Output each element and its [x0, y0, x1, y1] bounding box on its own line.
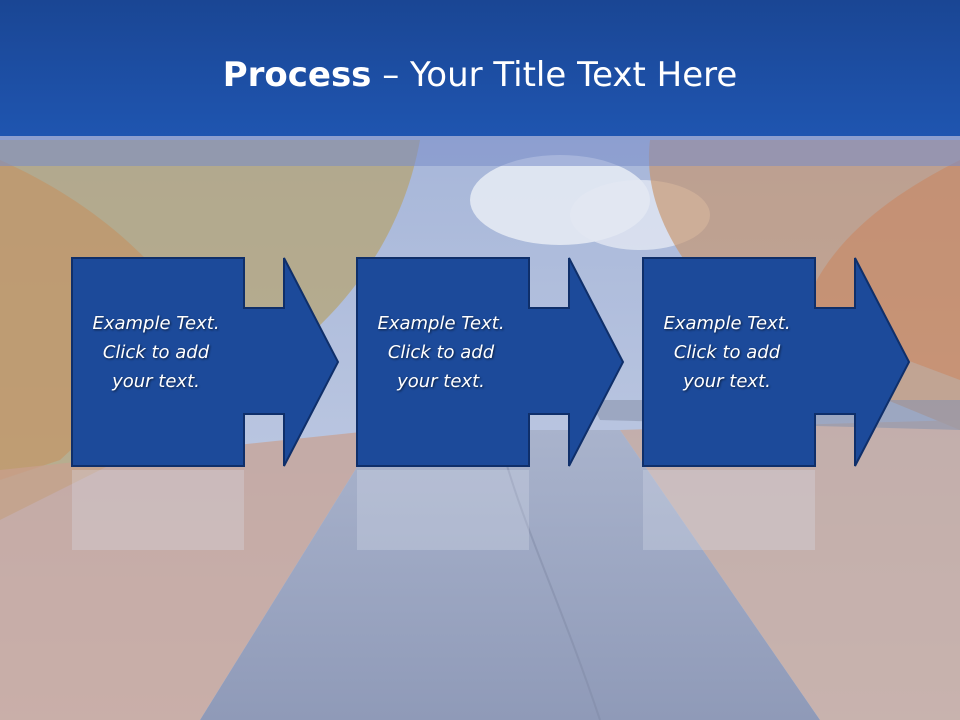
arrow-box-shape	[71, 257, 340, 467]
step-text: Example Text. Click to add your text.	[355, 309, 527, 396]
step-reflection	[357, 470, 529, 550]
slide-title[interactable]: Process – Your Title Text Here	[0, 52, 960, 98]
step-text-line: Example Text.	[663, 313, 791, 334]
step-text-line: Click to add	[673, 342, 781, 363]
step-text: Example Text. Click to add your text.	[641, 309, 813, 396]
step-text-line: Click to add	[102, 342, 210, 363]
process-step-1[interactable]: Example Text. Click to add your text.	[70, 256, 340, 468]
process-step-3[interactable]: Example Text. Click to add your text.	[641, 256, 911, 468]
step-text-line: your text.	[683, 371, 771, 392]
step-text-line: Example Text.	[92, 313, 220, 334]
step-reflection	[643, 470, 815, 550]
step-text-line: your text.	[112, 371, 200, 392]
step-text: Example Text. Click to add your text.	[70, 309, 242, 396]
arrow-box-shape	[356, 257, 625, 467]
step-text-line: Example Text.	[377, 313, 505, 334]
title-bold-text: Process	[222, 55, 372, 95]
step-text-line: Click to add	[387, 342, 495, 363]
process-step-2[interactable]: Example Text. Click to add your text.	[355, 256, 625, 468]
step-text-line: your text.	[397, 371, 485, 392]
arrow-box-shape	[642, 257, 911, 467]
title-strip	[0, 136, 960, 166]
step-reflection	[72, 470, 244, 550]
title-bar	[0, 0, 960, 136]
title-rest-text: – Your Title Text Here	[371, 55, 738, 95]
